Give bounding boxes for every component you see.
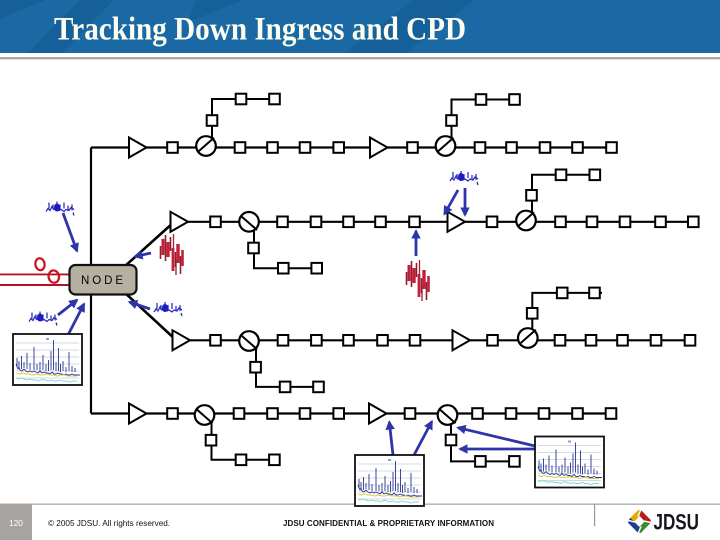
svg-text:NODE: NODE (81, 275, 125, 287)
svg-text:Tracking Down Ingress and CPD: Tracking Down Ingress and CPD (54, 12, 466, 48)
svg-text:120: 120 (9, 518, 23, 528)
svg-text:JDSU CONFIDENTIAL & PROPRIETAR: JDSU CONFIDENTIAL & PROPRIETARY INFORMAT… (283, 519, 494, 528)
svg-text:© 2005 JDSU. All rights reserv: © 2005 JDSU. All rights reserved. (48, 519, 170, 528)
svg-text:JDSU: JDSU (654, 510, 700, 535)
